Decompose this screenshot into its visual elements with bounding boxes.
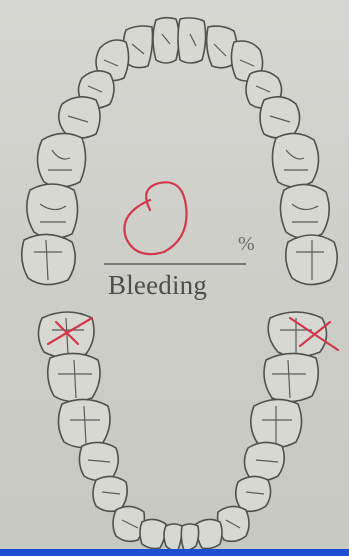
bottom-bar [0, 549, 349, 556]
tooth-upper-molar-1-left [37, 133, 85, 187]
tooth-upper-central-incisor-left [153, 18, 179, 63]
tooth-upper-premolar-2-right [260, 97, 300, 138]
tooth-lower-central-incisor-left [164, 524, 182, 550]
bleeding-label: Bleeding [108, 270, 207, 301]
percent-unit-label: % [238, 233, 255, 256]
tooth-upper-molar-1-right [272, 133, 318, 187]
bleeding-value: 0 [120, 176, 121, 177]
tooth-upper-molar-2-left [27, 184, 78, 239]
tooth-upper-premolar-2-left [59, 97, 100, 138]
tooth-lower-premolar-1-right [236, 476, 271, 511]
tooth-lower-molar-2-right [264, 353, 318, 401]
tooth-upper-central-incisor-right [178, 18, 206, 63]
handwritten-zero-mark [124, 182, 186, 254]
tooth-upper-molar-3-left [22, 234, 75, 284]
tooth-upper-molar-2-right [280, 184, 329, 238]
tooth-lower-premolar-2-right [244, 442, 284, 480]
tooth-lower-central-incisor-right [181, 524, 198, 550]
tooth-lower-molar-3-right [268, 312, 326, 357]
tooth-lower-lateral-incisor-left [140, 519, 166, 548]
tooth-lower-lateral-incisor-right [196, 519, 222, 548]
tooth-lower-premolar-1-left [93, 476, 127, 511]
